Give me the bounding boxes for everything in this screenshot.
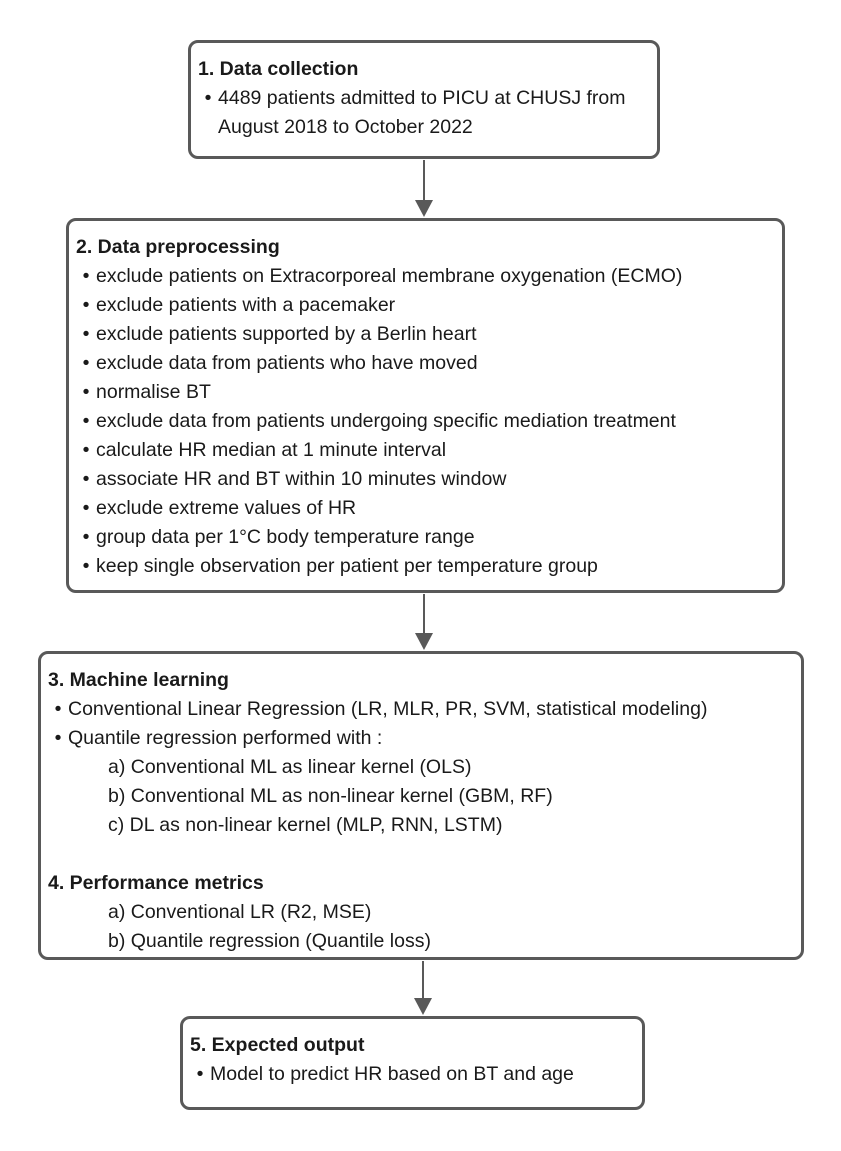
list-item: c) DL as non-linear kernel (MLP, RNN, LS…: [48, 811, 793, 840]
list-item-text: b) Conventional ML as non-linear kernel …: [108, 785, 553, 807]
bullet-marker: •: [54, 698, 62, 720]
bullet-marker: •: [82, 294, 90, 316]
list-item: • keep single observation per patient pe…: [76, 552, 774, 581]
list-item-text: a) Conventional ML as linear kernel (OLS…: [108, 756, 472, 778]
list-item: • calculate HR median at 1 minute interv…: [76, 436, 774, 465]
flow-arrow-2: [415, 594, 433, 650]
arrow-shaft: [422, 961, 424, 1001]
flow-arrow-3: [414, 961, 432, 1015]
list-item-text: Conventional Linear Regression (LR, MLR,…: [68, 698, 708, 720]
bullet-marker: •: [82, 265, 90, 287]
list-item: • group data per 1°C body temperature ra…: [76, 523, 774, 552]
list-item-text: c) DL as non-linear kernel (MLP, RNN, LS…: [108, 814, 503, 836]
flow-box-data-preprocessing: 2. Data preprocessing • exclude patients…: [66, 218, 785, 593]
arrow-head-icon: [415, 633, 433, 650]
flow-box-expected-output: 5. Expected output • Model to predict HR…: [180, 1016, 645, 1110]
box-title: 1. Data collection: [198, 58, 359, 80]
bullet-marker: •: [82, 526, 90, 548]
bullet-marker: •: [82, 468, 90, 490]
list-item-text: exclude data from patients undergoing sp…: [96, 410, 676, 432]
bullet-marker: •: [82, 497, 90, 519]
list-item: • exclude patients with a pacemaker: [76, 291, 774, 320]
box-title: 4. Performance metrics: [48, 872, 264, 894]
list-item-text: exclude patients supported by a Berlin h…: [96, 323, 477, 345]
list-item: • exclude patients supported by a Berlin…: [76, 320, 774, 349]
list-item: a) Conventional LR (R2, MSE): [48, 898, 793, 927]
list-item: • associate HR and BT within 10 minutes …: [76, 465, 774, 494]
arrow-shaft: [423, 594, 425, 636]
list-item-text: 4489 patients admitted to PICU at CHUSJ …: [218, 87, 626, 138]
bullet-marker: •: [82, 352, 90, 374]
arrow-shaft: [423, 160, 425, 203]
list-item-text: b) Quantile regression (Quantile loss): [108, 930, 431, 952]
list-item: • exclude extreme values of HR: [76, 494, 774, 523]
flow-box-machine-learning: 3. Machine learning • Conventional Linea…: [38, 651, 804, 960]
list-item-text: exclude patients on Extracorporeal membr…: [96, 265, 683, 287]
list-item-text: exclude patients with a pacemaker: [96, 294, 396, 316]
list-item: • Conventional Linear Regression (LR, ML…: [48, 695, 793, 724]
list-item: • exclude data from patients undergoing …: [76, 407, 774, 436]
list-item-text: calculate HR median at 1 minute interval: [96, 439, 447, 461]
list-item: • normalise BT: [76, 378, 774, 407]
list-item: • Quantile regression performed with :: [48, 724, 793, 753]
bullet-marker: •: [82, 555, 90, 577]
list-item: • Model to predict HR based on BT and ag…: [190, 1060, 634, 1089]
bullet-marker: •: [82, 439, 90, 461]
arrow-head-icon: [414, 998, 432, 1015]
list-item: b) Conventional ML as non-linear kernel …: [48, 782, 793, 811]
list-item: • 4489 patients admitted to PICU at CHUS…: [198, 84, 649, 142]
list-item: b) Quantile regression (Quantile loss): [48, 927, 793, 956]
bullet-marker: •: [204, 87, 212, 109]
list-item: • exclude data from patients who have mo…: [76, 349, 774, 378]
bullet-marker: •: [82, 410, 90, 432]
bullet-marker: •: [82, 323, 90, 345]
list-item-text: exclude data from patients who have move…: [96, 352, 478, 374]
list-item-text: a) Conventional LR (R2, MSE): [108, 901, 372, 923]
box-title: 5. Expected output: [190, 1034, 365, 1056]
list-item-text: normalise BT: [96, 381, 211, 403]
bullet-marker: •: [196, 1063, 204, 1085]
flow-arrow-1: [415, 160, 433, 217]
list-item-text: keep single observation per patient per …: [96, 555, 598, 577]
bullet-marker: •: [54, 727, 62, 749]
list-item: • exclude patients on Extracorporeal mem…: [76, 262, 774, 291]
list-item-text: associate HR and BT within 10 minutes wi…: [96, 468, 507, 490]
box-title: 3. Machine learning: [48, 669, 229, 691]
bullet-marker: •: [82, 381, 90, 403]
box-title: 2. Data preprocessing: [76, 236, 280, 258]
list-item: a) Conventional ML as linear kernel (OLS…: [48, 753, 793, 782]
list-item-text: Quantile regression performed with :: [68, 727, 383, 749]
list-item-text: Model to predict HR based on BT and age: [210, 1063, 574, 1085]
arrow-head-icon: [415, 200, 433, 217]
list-item-text: exclude extreme values of HR: [96, 497, 357, 519]
flow-box-data-collection: 1. Data collection • 4489 patients admit…: [188, 40, 660, 159]
list-item-text: group data per 1°C body temperature rang…: [96, 526, 475, 548]
